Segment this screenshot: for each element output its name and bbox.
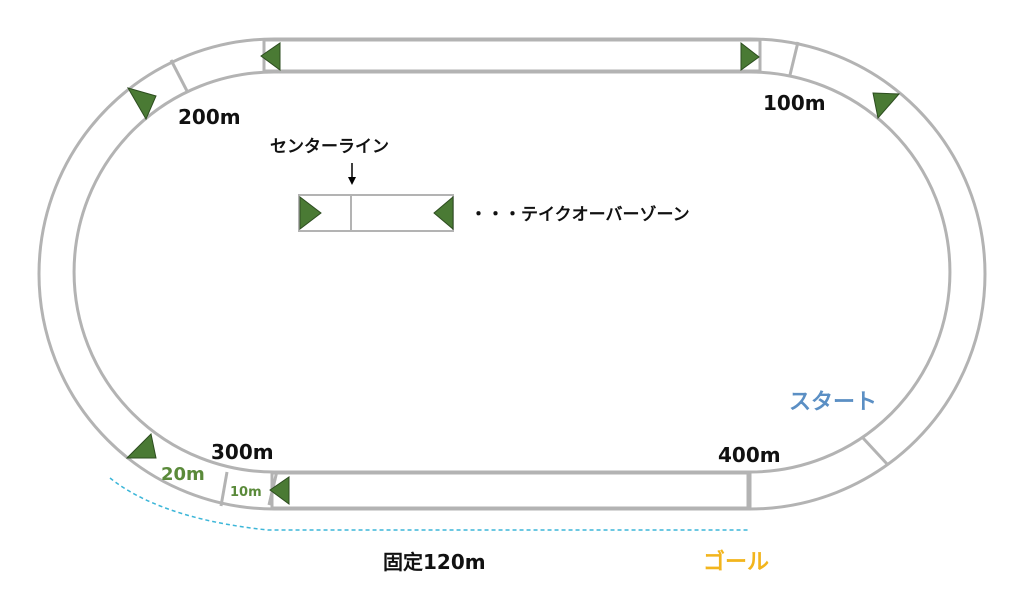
label-goal: ゴール — [703, 549, 769, 575]
marker-200m-line — [169, 59, 189, 92]
marker-100m-line — [788, 41, 800, 76]
label-fixed-120m: 固定120m — [383, 550, 486, 574]
legend-flag-left — [299, 195, 322, 231]
label-100m: 100m — [763, 91, 826, 115]
label-takeover-zone: ・・・テイクオーバーゾーン — [470, 205, 690, 225]
label-start: スタート — [789, 390, 877, 415]
flag-top-right — [740, 41, 760, 71]
legend-flag-right — [433, 195, 454, 231]
label-10m: 10m — [230, 485, 262, 500]
flag-top-left — [260, 42, 281, 71]
zone-legend-diagram — [298, 163, 454, 232]
label-200m: 200m — [178, 105, 241, 129]
fixed-120m-dashed-line — [109, 477, 748, 531]
legend-zone-box — [298, 194, 454, 232]
label-400m: 400m — [718, 443, 781, 467]
label-20m: 20m — [161, 464, 205, 485]
flag-upper-right-curve — [872, 92, 901, 120]
flag-lower-left-curve — [125, 432, 157, 459]
label-center-line: センターライン — [270, 137, 389, 157]
top-takeover-zone — [262, 38, 762, 73]
flag-bottom-10m — [269, 476, 290, 505]
bottom-takeover-zone — [270, 471, 752, 510]
takeover-zones — [262, 38, 762, 510]
center-line-arrow-head — [348, 177, 356, 185]
marker-start-line — [861, 436, 890, 467]
flag-markers — [125, 41, 901, 505]
flag-upper-left-curve — [126, 87, 157, 121]
marker-20m-line — [219, 471, 229, 507]
label-300m: 300m — [211, 440, 274, 464]
